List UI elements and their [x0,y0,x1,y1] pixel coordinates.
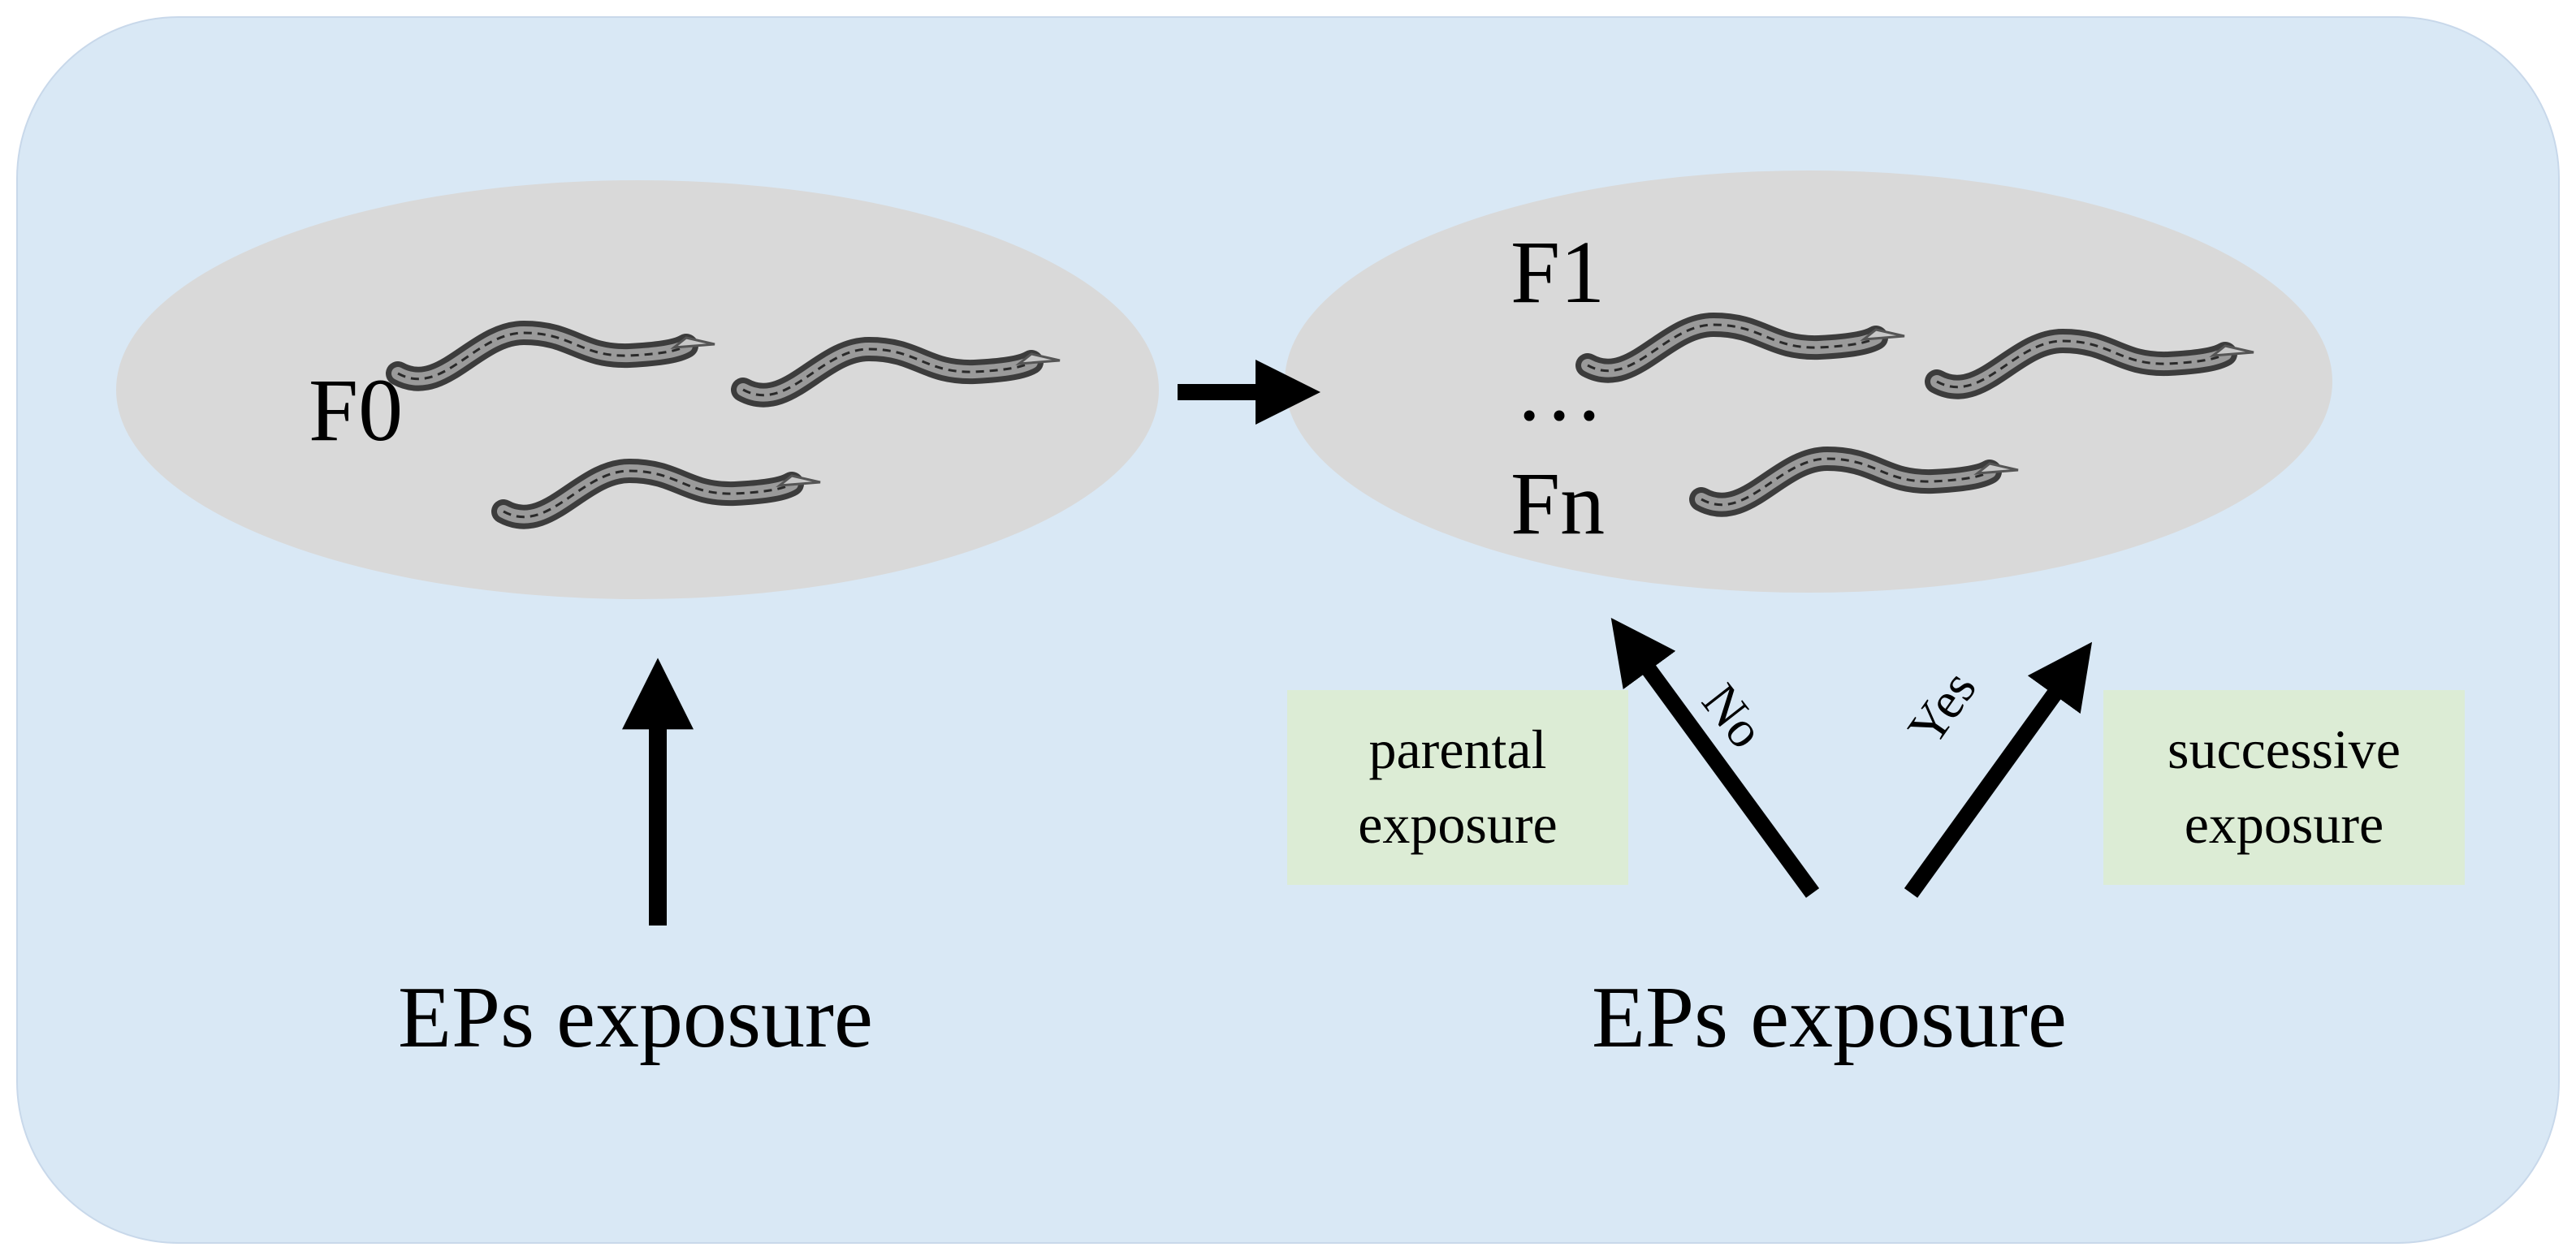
successive-box-line2: exposure [2184,793,2384,855]
ellipsis-label: … [1515,340,1604,439]
no-branch-arrow [1610,617,1820,898]
parental-box-line1: parental [1368,718,1547,781]
f0-population-ellipse [116,180,1159,599]
parental-box-line2: exposure [1358,793,1558,855]
parental-exposure-box: parental exposure [1287,690,1628,885]
successive-box-line1: successive [2167,718,2401,781]
fn-label: Fn [1511,454,1606,553]
offspring-population-ellipse [1285,170,2332,593]
successive-exposure-box: successive exposure [2103,690,2465,885]
f0-label: F0 [309,360,404,460]
yes-branch-arrow [1904,641,2093,898]
f1-label: F1 [1511,222,1606,321]
offspring-exposure-label: EPs exposure [1592,969,2067,1066]
f0-exposure-label: EPs exposure [398,969,873,1066]
